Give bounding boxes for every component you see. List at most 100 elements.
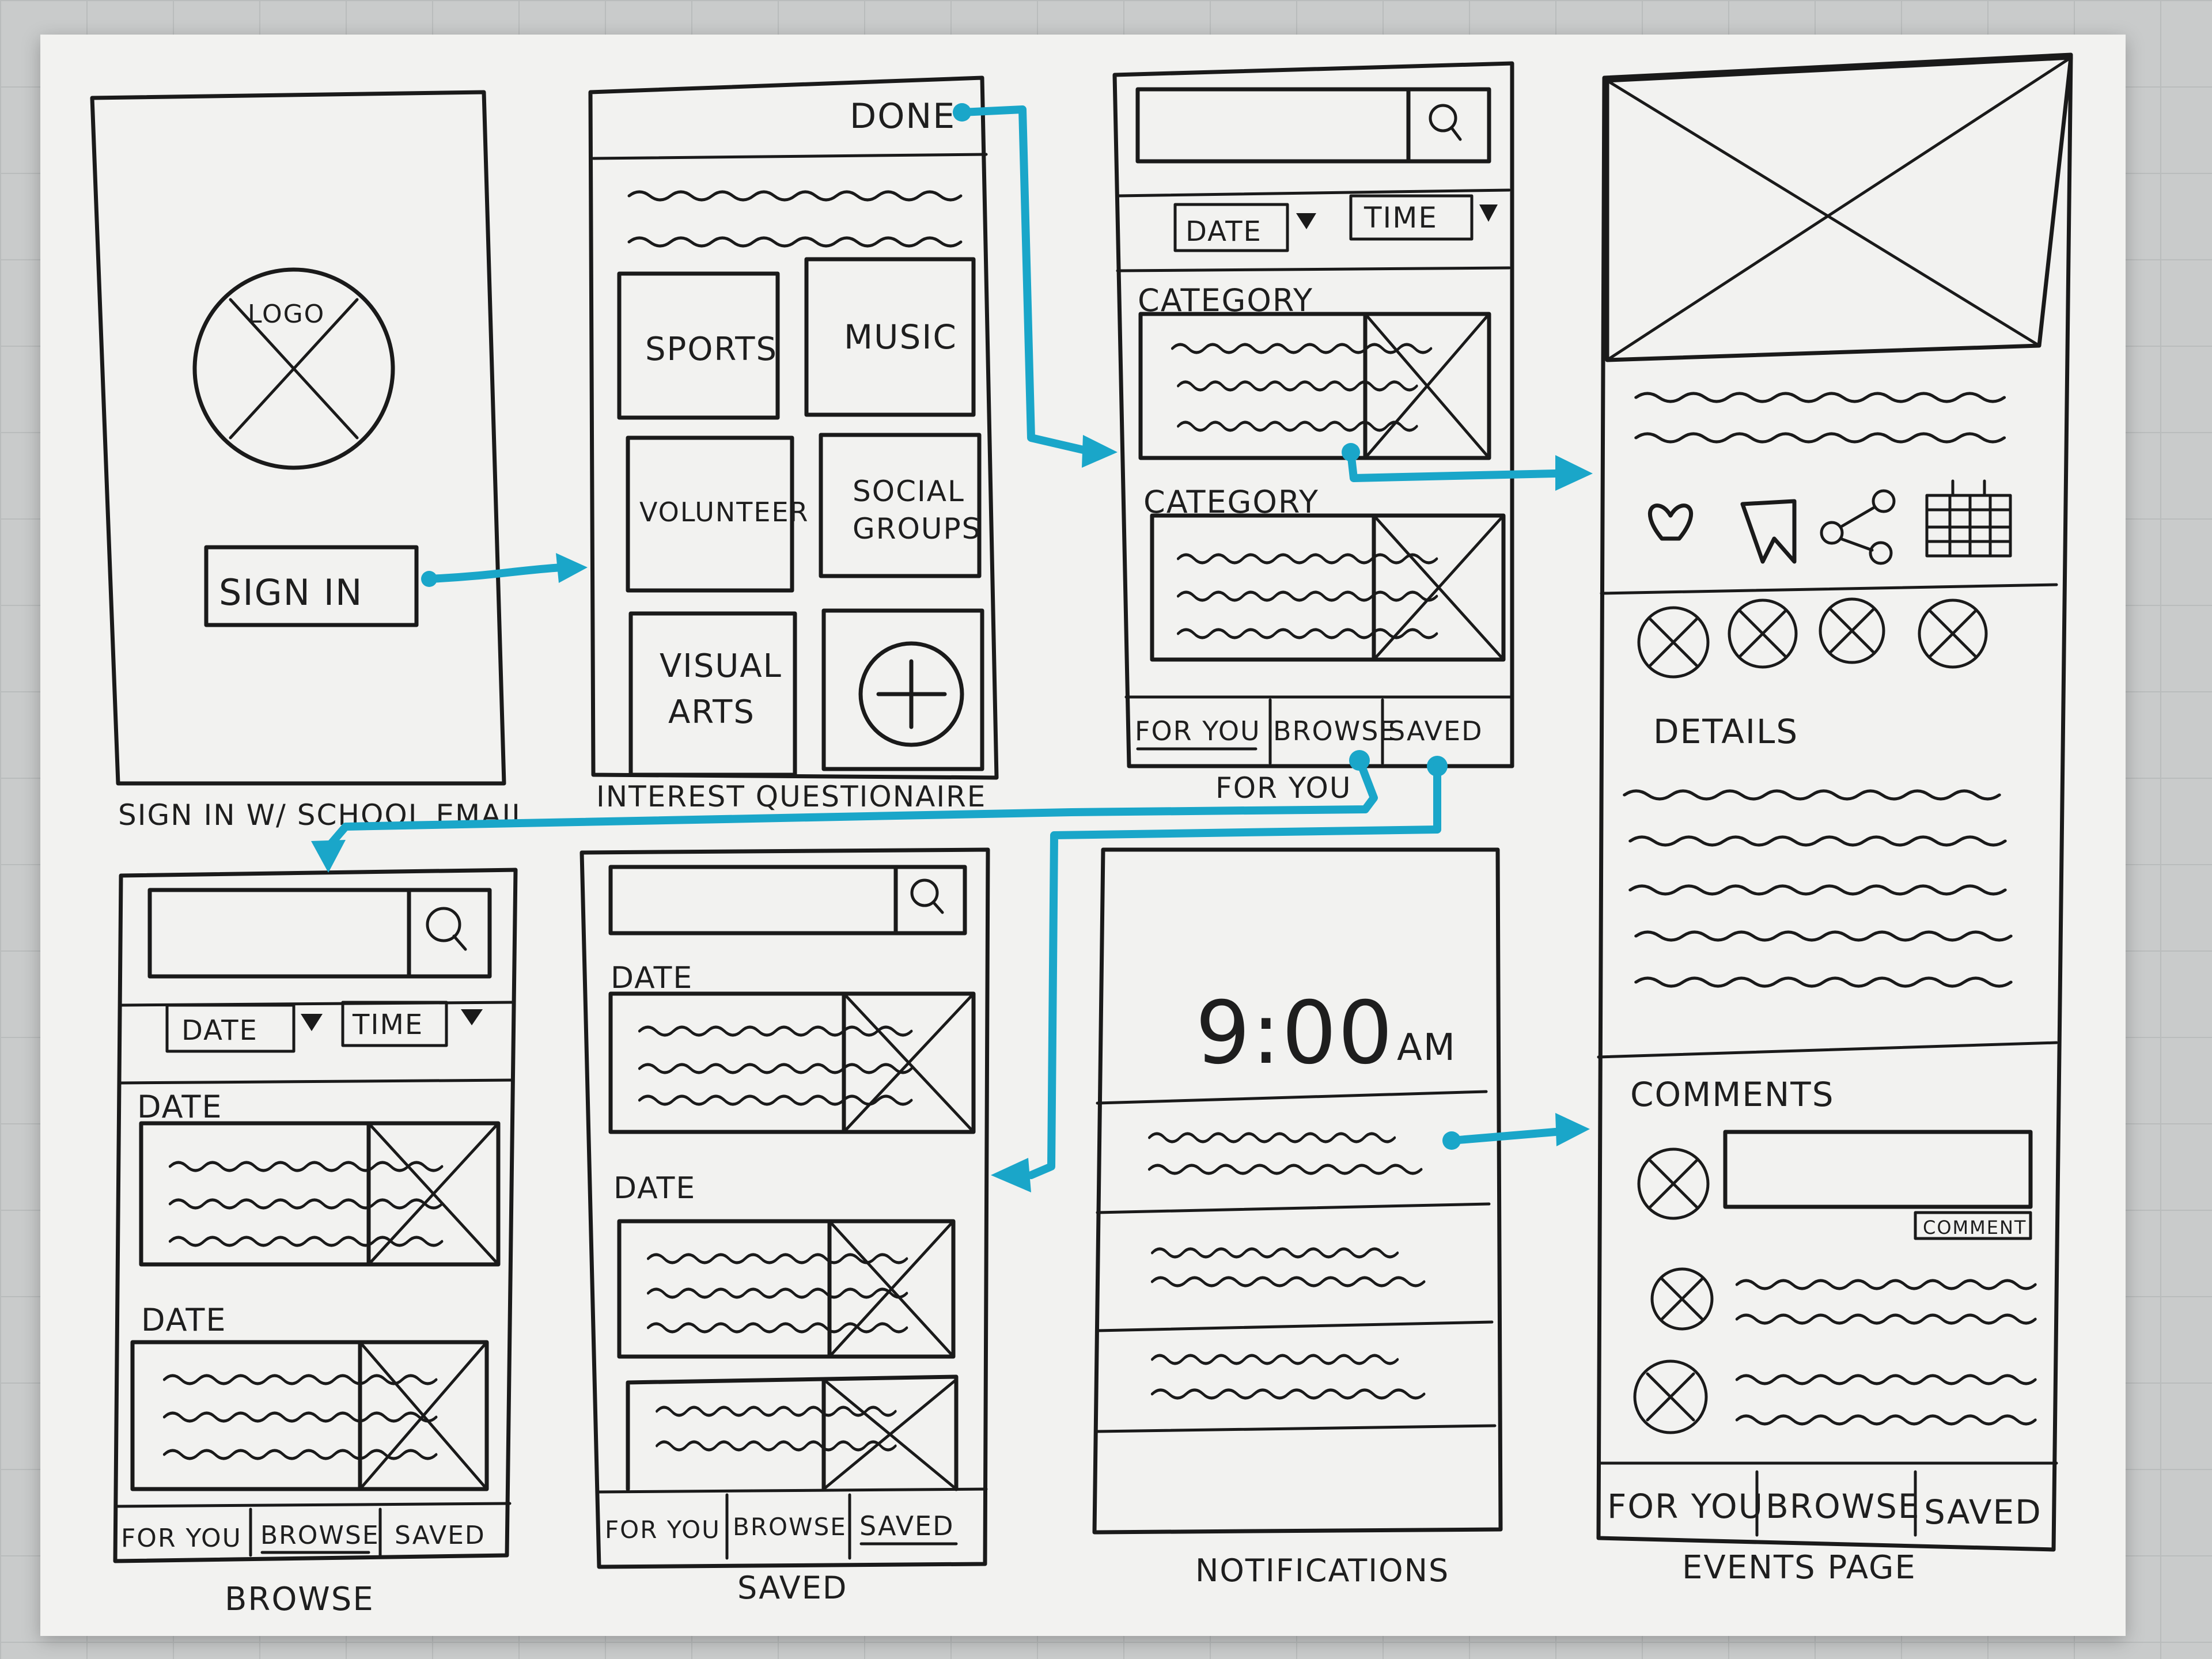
screen-events: DETAILS COMMENTS COMMENT [1596,52,2073,1586]
screen-browse: DATE TIME DATE DATE [113,868,518,1618]
details-text-squiggle [1624,791,2011,986]
intro-text-squiggle [629,192,961,246]
section-date-1: DATE [137,1089,222,1125]
time-filter[interactable]: TIME [341,1001,483,1047]
nav-saved[interactable]: SAVED [859,1510,955,1541]
signin-button[interactable]: SIGN IN [204,545,419,627]
attendee-avatars [1637,597,1988,679]
nav-for-you[interactable]: FOR YOU [121,1524,242,1553]
tile-visual-arts[interactable]: VISUAL ARTS [628,611,797,777]
nav-browse[interactable]: BROWSE [1273,715,1397,747]
svg-text:SPORTS: SPORTS [645,331,778,368]
notification-item[interactable] [1149,1134,1421,1173]
signin-button-label: SIGN IN [219,571,363,613]
event-card-1[interactable] [139,1121,501,1267]
search-icon [426,907,467,951]
event-card-2[interactable] [617,1219,956,1359]
plus-circle-icon [858,641,964,747]
svg-text:MUSIC: MUSIC [844,317,957,357]
avatar [1637,606,1710,679]
event-card-1[interactable] [1138,312,1491,460]
done-button[interactable]: DONE [850,96,956,137]
search-bar[interactable] [1135,87,1491,164]
bottom-nav: FOR YOU BROWSE SAVED [113,1502,512,1557]
nav-saved[interactable]: SAVED [1924,1493,2042,1532]
svg-text:SOCIAL: SOCIAL [853,475,965,508]
screen-signin: LOGO SIGN IN SIGN IN W/ SCHOOL EMAIL [90,90,528,832]
flow-arrow-done-to-foryou [953,103,1118,468]
caption-questionnaire: INTEREST QUESTIONAIRE [596,780,986,813]
logo-placeholder: LOGO [192,267,395,470]
caption-saved: SAVED [737,1570,847,1606]
svg-text:ARTS: ARTS [668,694,755,731]
nav-saved[interactable]: SAVED [1388,715,1483,747]
caption-browse: BROWSE [225,1581,374,1618]
nav-browse[interactable]: BROWSE [733,1513,847,1541]
screen-questionnaire: DONE SPORTS MUSIC VOLUNTEER SOCIAL GROUP… [588,75,999,813]
avatar [1819,597,1885,664]
event-card-3[interactable] [626,1374,959,1491]
avatar [1633,1359,1708,1434]
calendar-icon[interactable] [1925,479,2012,558]
svg-text:DATE: DATE [1185,215,1262,248]
flow-arrow-signin-to-questionnaire [421,553,588,587]
search-icon [910,878,944,914]
search-bar[interactable] [147,888,492,979]
tile-social-groups[interactable]: SOCIAL GROUPS [819,433,982,578]
chevron-down-icon [461,1009,483,1025]
section-date-2: DATE [613,1171,696,1206]
avatar [1650,1267,1714,1331]
date-filter[interactable]: DATE [1173,203,1316,252]
nav-browse[interactable]: BROWSE [260,1521,380,1550]
event-hero-image [1605,55,2073,362]
bookmark-icon[interactable] [1740,499,1797,564]
svg-text:GROUPS: GROUPS [853,512,981,546]
avatar [1918,599,1988,669]
comment-composer: COMMENT [1637,1130,2033,1240]
flow-arrow-browse-tab-to-browse [311,750,1378,873]
event-card-1[interactable] [608,991,976,1134]
search-bar[interactable] [608,865,967,935]
caption-foryou: FOR YOU [1215,771,1352,805]
screen-foryou: DATE TIME CATEGORY CATEGORY [1112,61,1514,805]
comment-item [1633,1359,2035,1434]
event-card-2[interactable] [1150,513,1506,662]
notification-item[interactable] [1152,1355,1424,1398]
time-display: 9:00 [1195,983,1394,1084]
screen-notifications: 9:00 AM NOTIFICATIONS [1092,847,1503,1589]
nav-for-you[interactable]: FOR YOU [605,1516,721,1544]
svg-text:VOLUNTEER: VOLUNTEER [639,497,809,528]
tile-music[interactable]: MUSIC [804,257,976,417]
bottom-nav: FOR YOU BROWSE SAVED [1597,1461,2058,1537]
svg-text:DATE: DATE [181,1014,258,1047]
chevron-down-icon [301,1014,323,1031]
comment-button[interactable]: COMMENT [1914,1211,2032,1240]
event-actions [1648,479,2012,565]
event-card-2[interactable] [130,1340,489,1491]
time-filter[interactable]: TIME [1349,194,1498,241]
comment-input[interactable] [1723,1130,2033,1209]
nav-for-you[interactable]: FOR YOU [1607,1487,1764,1526]
heart-icon[interactable] [1648,503,1693,541]
nav-saved[interactable]: SAVED [395,1521,486,1550]
avatar [1637,1147,1710,1220]
tile-sports[interactable]: SPORTS [617,271,780,420]
notification-item[interactable] [1152,1249,1424,1286]
time-suffix: AM [1397,1027,1456,1069]
tile-add[interactable] [821,608,984,771]
chevron-down-icon [1479,204,1498,222]
date-filter[interactable]: DATE [165,1003,323,1053]
tile-volunteer[interactable]: VOLUNTEER [626,435,809,593]
search-icon [1429,104,1462,141]
svg-text:TIME: TIME [352,1009,423,1041]
lock-screen-time: 9:00 AM [1195,983,1456,1084]
avatar [1728,599,1798,669]
share-icon[interactable] [1820,489,1896,565]
nav-for-you[interactable]: FOR YOU [1135,715,1261,747]
svg-text:COMMENT: COMMENT [1923,1217,2027,1238]
nav-browse[interactable]: BROWSE [1766,1487,1921,1526]
bottom-nav: FOR YOU BROWSE SAVED [1124,695,1514,765]
section-date-1: DATE [611,961,693,995]
chevron-down-icon [1296,213,1316,229]
